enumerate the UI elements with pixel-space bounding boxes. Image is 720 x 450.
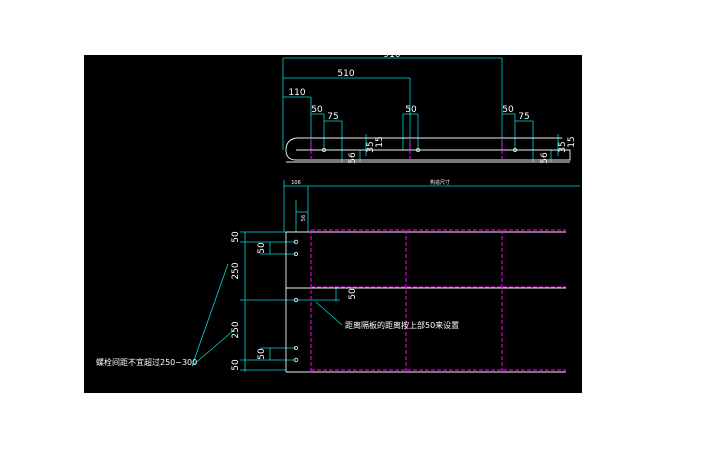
dim-label-50-left: 50 — [311, 105, 323, 115]
dim-label-110: 110 — [288, 88, 305, 98]
dim-label-50-right: 50 — [502, 105, 514, 115]
dim-label-75-right: 75 — [518, 112, 529, 122]
dim-label-106: 106 — [291, 180, 301, 186]
dim-label-250-lower: 250 — [231, 321, 241, 338]
bolt-hole — [513, 147, 518, 152]
dim-label-250-upper: 250 — [231, 262, 241, 279]
dim-label-35-right: 35 — [558, 141, 568, 152]
plan-view: 106 构造尺寸 56 50 250 250 50 50 50 50 距离隔板的… — [96, 179, 580, 373]
dim-label-56-left: 56 — [348, 152, 358, 164]
bolt-hole — [293, 345, 298, 350]
profile-bolt-holes — [321, 147, 518, 152]
drawing-background — [84, 55, 582, 393]
dim-label-56-right: 56 — [540, 152, 550, 164]
dim-label-910: 910 — [383, 50, 400, 60]
dim-label-75-left: 75 — [327, 112, 338, 122]
dim-label-construction-size: 构造尺寸 — [430, 179, 450, 186]
bolt-hole — [293, 239, 299, 245]
dim-label-inner-50-bottom: 50 — [257, 348, 267, 360]
plan-centerlines — [310, 229, 566, 372]
plan-outline — [285, 231, 566, 373]
bolt-hole — [321, 147, 326, 152]
dim-label-50-top: 50 — [231, 231, 241, 243]
dimension-lines-plan — [191, 180, 580, 372]
dim-label-50-mid: 50 — [405, 105, 417, 115]
plan-bolt-holes — [293, 239, 299, 363]
dim-label-15-right: 15 — [567, 136, 577, 147]
bolt-hole — [293, 297, 299, 303]
note-hole-distance: 距离隔板的距离按上部50来设置 — [345, 320, 459, 330]
dim-label-50-bottom: 50 — [231, 359, 241, 371]
bolt-hole — [415, 147, 420, 152]
dim-label-inner-50-top: 50 — [257, 242, 267, 254]
bolt-hole — [293, 357, 299, 363]
bolt-hole — [293, 251, 298, 256]
dim-label-35-left: 35 — [366, 141, 376, 152]
dim-label-15-left: 15 — [375, 136, 385, 147]
profile-outline — [285, 137, 571, 163]
dim-label-mid-50: 50 — [348, 288, 358, 300]
note-bolt-spacing: 螺栓间距不宜超过250~300 — [96, 357, 197, 367]
dim-label-56: 56 — [301, 215, 307, 221]
top-profile-view: 910 510 110 50 75 50 50 75 35 15 56 35 1… — [282, 50, 577, 164]
dim-label-510: 510 — [337, 69, 354, 79]
profile-centerlines — [310, 138, 503, 160]
